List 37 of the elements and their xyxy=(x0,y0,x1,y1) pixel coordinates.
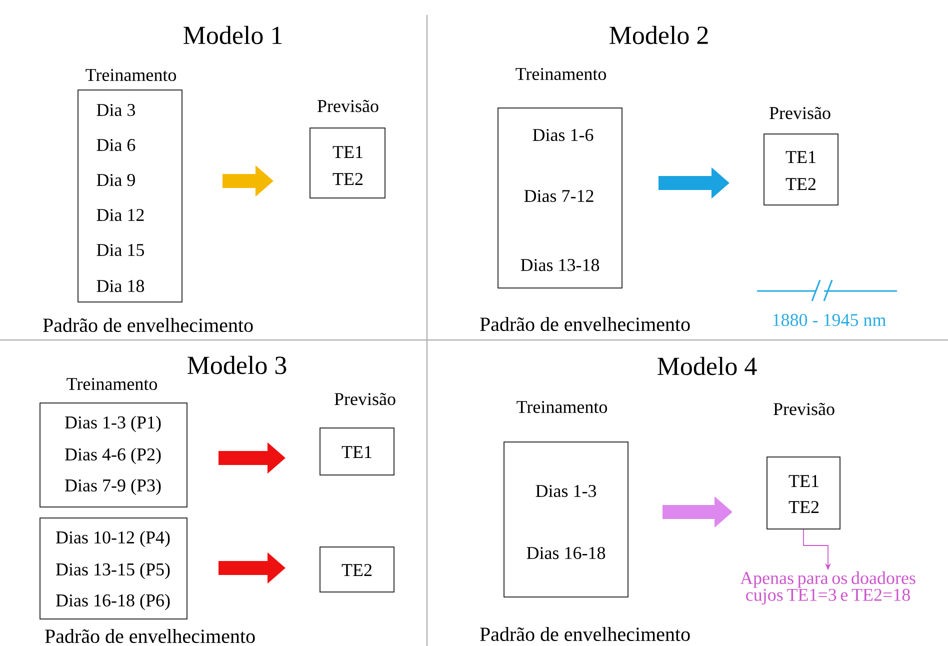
training-box: Dias 10-12 (P4) Dias 13-15 (P5) Dias 16-18 (P6) xyxy=(40,518,188,620)
training-box: Dias 1-3 Dias 16-18 xyxy=(504,442,628,598)
column-heading: Previsão xyxy=(770,106,830,120)
wavelength-label: 1880 - 1945 nm xyxy=(773,314,886,326)
panel-title: Modelo 4 xyxy=(658,356,757,376)
training-box: Dia 3 Dia 6 Dia 9 Dia 12 Dia 15 Dia 18 xyxy=(78,90,182,302)
note-text: Apenas para os doadores cujos TE1=3 e TE2=18 xyxy=(740,571,916,605)
column-heading: Previsão xyxy=(334,392,396,406)
column-heading: Treinamento xyxy=(516,400,607,414)
panel-title: Modelo 3 xyxy=(188,356,286,374)
column-heading: Previsão xyxy=(318,100,378,112)
node-label: Dia 3 xyxy=(96,104,135,116)
column-heading: Treinamento xyxy=(516,68,606,80)
node-label: Dia 9 xyxy=(96,174,135,186)
node-label: Dia 6 xyxy=(96,138,136,152)
node-label: Dias 13-18 xyxy=(520,258,600,272)
prediction-box: TE1 xyxy=(320,428,394,476)
column-heading: Previsão xyxy=(774,402,834,416)
caption-text: Padrão de envelhecimento xyxy=(480,626,690,642)
prediction-box: TE1 TE2 xyxy=(764,134,838,206)
prediction-box: TE1 TE2 xyxy=(310,128,386,198)
column-heading: Treinamento xyxy=(66,378,157,390)
prediction-box: TE1 TE2 xyxy=(766,456,840,530)
node-label: Dias 7-12 xyxy=(524,190,594,202)
node-label: Dias 1-6 xyxy=(532,128,594,142)
prediction-box: TE2 xyxy=(320,546,394,592)
training-box: Dias 1-3 (P1) Dias 4-6 (P2) Dias 7-9 (P3) xyxy=(40,402,188,508)
node-label: Dia 15 xyxy=(96,244,144,256)
training-box: Dias 1-6 Dias 7-12 Dias 13-18 xyxy=(498,108,622,288)
node-label: Dia 18 xyxy=(96,280,144,292)
node-label: Dia 12 xyxy=(96,208,144,222)
panel-title: Modelo 2 xyxy=(610,26,708,44)
node-label: Dias 16-18 xyxy=(526,546,606,560)
column-heading: Treinamento xyxy=(86,68,176,82)
caption-text: Padrão de envelhecimento xyxy=(480,316,690,332)
panel-title: Modelo 1 xyxy=(184,26,282,44)
node-label: Dias 1-3 xyxy=(536,484,596,498)
